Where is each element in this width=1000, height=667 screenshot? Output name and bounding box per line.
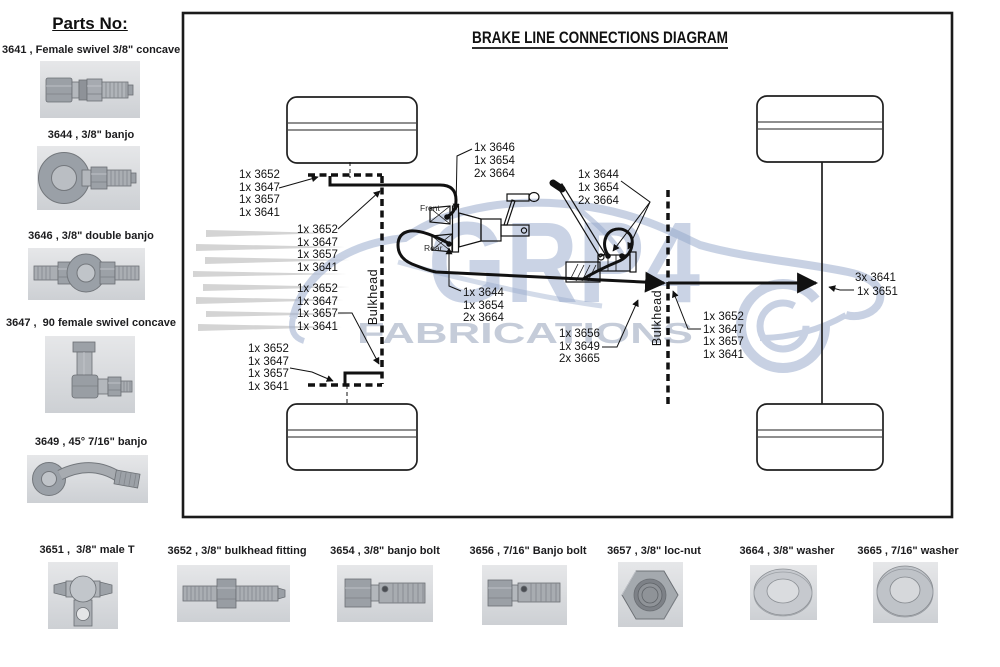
banjo-fitting-image <box>38 152 137 204</box>
svg-text:1x 3652: 1x 3652 <box>239 169 280 181</box>
part-photo-3651 <box>48 562 118 629</box>
rear-brake-pipe <box>396 229 667 293</box>
part-photo-3656 <box>482 565 567 625</box>
svg-text:1x 3641: 1x 3641 <box>239 207 280 219</box>
banjo-bolt-7-16-image <box>487 579 561 607</box>
callout-rear-left-hose: 1x 3652 1x 3647 1x 3657 1x 3641 <box>248 343 334 393</box>
svg-text:1x 3641: 1x 3641 <box>297 321 338 333</box>
svg-text:1x 3652: 1x 3652 <box>248 343 289 355</box>
parts-list-heading: Parts No: <box>52 14 128 33</box>
callout-front-bulkhead-bottom: 1x 3652 1x 3647 1x 3657 1x 3641 <box>297 283 380 365</box>
callout-mc-front-port: 1x 3646 1x 3654 2x 3664 <box>452 142 516 211</box>
part-label-3657: 3657 , 3/8" loc-nut <box>607 545 701 557</box>
svg-text:1x 3649: 1x 3649 <box>559 341 600 353</box>
svg-text:2x 3665: 2x 3665 <box>559 353 600 365</box>
double-banjo-fitting-image <box>33 253 140 293</box>
svg-text:1x 3652: 1x 3652 <box>297 283 338 295</box>
diagram-title: BRAKE LINE CONNECTIONS DIAGRAM <box>472 28 728 47</box>
callout-rear-axle-tee: 3x 3641 1x 3651 <box>828 272 898 298</box>
part-photo-3657 <box>618 562 683 627</box>
part-photo-3652 <box>177 565 290 622</box>
part-label-3649: 3649 , 45° 7/16" banjo <box>34 436 148 448</box>
part-photo-3665 <box>873 562 938 623</box>
wheel-rear-left <box>286 403 418 471</box>
svg-text:1x 3646: 1x 3646 <box>474 142 515 154</box>
female-swivel-fitting-image <box>45 77 134 103</box>
svg-text:2x 3664: 2x 3664 <box>463 312 505 324</box>
svg-text:1x 3657: 1x 3657 <box>297 308 338 320</box>
svg-text:1x 3647: 1x 3647 <box>248 356 289 368</box>
part-label-3646: 3646 , 3/8" double banjo <box>28 230 154 242</box>
callout-front-bulkhead-top: 1x 3652 1x 3647 1x 3657 1x 3641 <box>297 190 381 274</box>
part-photo-3654 <box>337 565 433 622</box>
svg-text:1x 3651: 1x 3651 <box>857 286 898 298</box>
callout-handbrake-inlet: 1x 3644 1x 3654 2x 3664 <box>578 169 651 252</box>
wheel-rear-right <box>756 403 884 471</box>
part-label-3664: 3664 , 3/8" washer <box>739 545 835 557</box>
watermark-fabrications-text: FABRICATIONS <box>357 318 693 350</box>
svg-text:1x 3657: 1x 3657 <box>297 249 338 261</box>
callout-mc-rear-port: 1x 3644 1x 3654 2x 3664 <box>445 247 505 324</box>
part-label-3656: 3656 , 7/16" Banjo bolt <box>469 545 587 557</box>
svg-text:1x 3644: 1x 3644 <box>463 287 505 299</box>
svg-text:1x 3652: 1x 3652 <box>703 311 744 323</box>
svg-text:1x 3647: 1x 3647 <box>703 324 744 336</box>
svg-text:1x 3647: 1x 3647 <box>239 182 280 194</box>
svg-text:1x 3644: 1x 3644 <box>578 169 620 181</box>
svg-text:1x 3654: 1x 3654 <box>578 182 620 194</box>
male-tee-fitting-image <box>53 575 113 627</box>
callout-handbrake-outlet: 1x 3656 1x 3649 2x 3665 <box>559 299 639 365</box>
speed-streaks <box>193 230 350 331</box>
part-photo-3641 <box>40 61 140 118</box>
callout-rear-right-hose: 1x 3652 1x 3647 1x 3657 1x 3641 <box>672 290 744 361</box>
watermark-grp4-text: GRP4 <box>428 199 700 327</box>
svg-text:1x 3654: 1x 3654 <box>463 300 505 312</box>
swivel-elbow-fitting-image <box>71 341 133 399</box>
part-photo-3647 <box>45 336 135 413</box>
mc-front-port-label: Front <box>420 203 440 213</box>
mc-rear-port-label: Rear <box>424 243 443 253</box>
part-label-3652: 3652 , 3/8" bulkhead fitting <box>167 545 307 557</box>
part-label-3651: 3651 , 3/8" male T <box>39 544 135 556</box>
part-label-3641: 3641 , Female swivel 3/8" concave <box>2 44 181 56</box>
svg-text:3x 3641: 3x 3641 <box>855 272 896 284</box>
svg-text:1x 3641: 1x 3641 <box>248 381 289 393</box>
svg-text:1x 3641: 1x 3641 <box>297 262 338 274</box>
banjo-bolt-image <box>344 578 426 608</box>
wheel-front-left <box>286 96 418 164</box>
svg-text:1x 3641: 1x 3641 <box>703 349 744 361</box>
svg-text:2x 3664: 2x 3664 <box>474 168 516 180</box>
part-photo-3644 <box>37 146 140 210</box>
svg-text:1x 3652: 1x 3652 <box>297 224 338 236</box>
part-label-3644: 3644 , 3/8" banjo <box>47 129 135 141</box>
wheels <box>286 95 884 471</box>
svg-text:1x 3657: 1x 3657 <box>248 368 289 380</box>
svg-text:1x 3657: 1x 3657 <box>239 194 280 206</box>
svg-text:1x 3656: 1x 3656 <box>559 328 600 340</box>
bulkhead-left-label: Bulkhead <box>366 269 380 325</box>
part-label-3647: 3647 , 90 female swivel concave <box>5 317 176 329</box>
bulkhead-right-label: Bulkhead <box>650 290 664 346</box>
washer-7-16-image <box>876 565 934 618</box>
loc-nut-image <box>621 570 679 620</box>
part-photo-3649 <box>27 455 148 503</box>
svg-text:1x 3657: 1x 3657 <box>703 336 744 348</box>
handbrake-assembly <box>549 179 637 283</box>
part-label-3654: 3654 , 3/8" banjo bolt <box>330 545 440 557</box>
svg-text:2x 3664: 2x 3664 <box>578 195 620 207</box>
washer-3-8-image <box>753 568 813 617</box>
wheel-front-right <box>756 95 884 163</box>
rear-left-pipe-step <box>343 371 382 385</box>
callout-front-left-hose: 1x 3652 1x 3647 1x 3657 1x 3641 <box>239 169 319 219</box>
part-label-3665: 3665 , 7/16" washer <box>857 545 959 557</box>
bulkhead-fitting-image <box>182 578 286 609</box>
45deg-banjo-fitting-image <box>32 462 141 496</box>
svg-text:1x 3654: 1x 3654 <box>474 155 516 167</box>
part-photo-3664 <box>750 565 817 620</box>
svg-text:1x 3647: 1x 3647 <box>297 237 338 249</box>
svg-text:1x 3647: 1x 3647 <box>297 296 338 308</box>
part-photo-3646 <box>28 248 145 300</box>
